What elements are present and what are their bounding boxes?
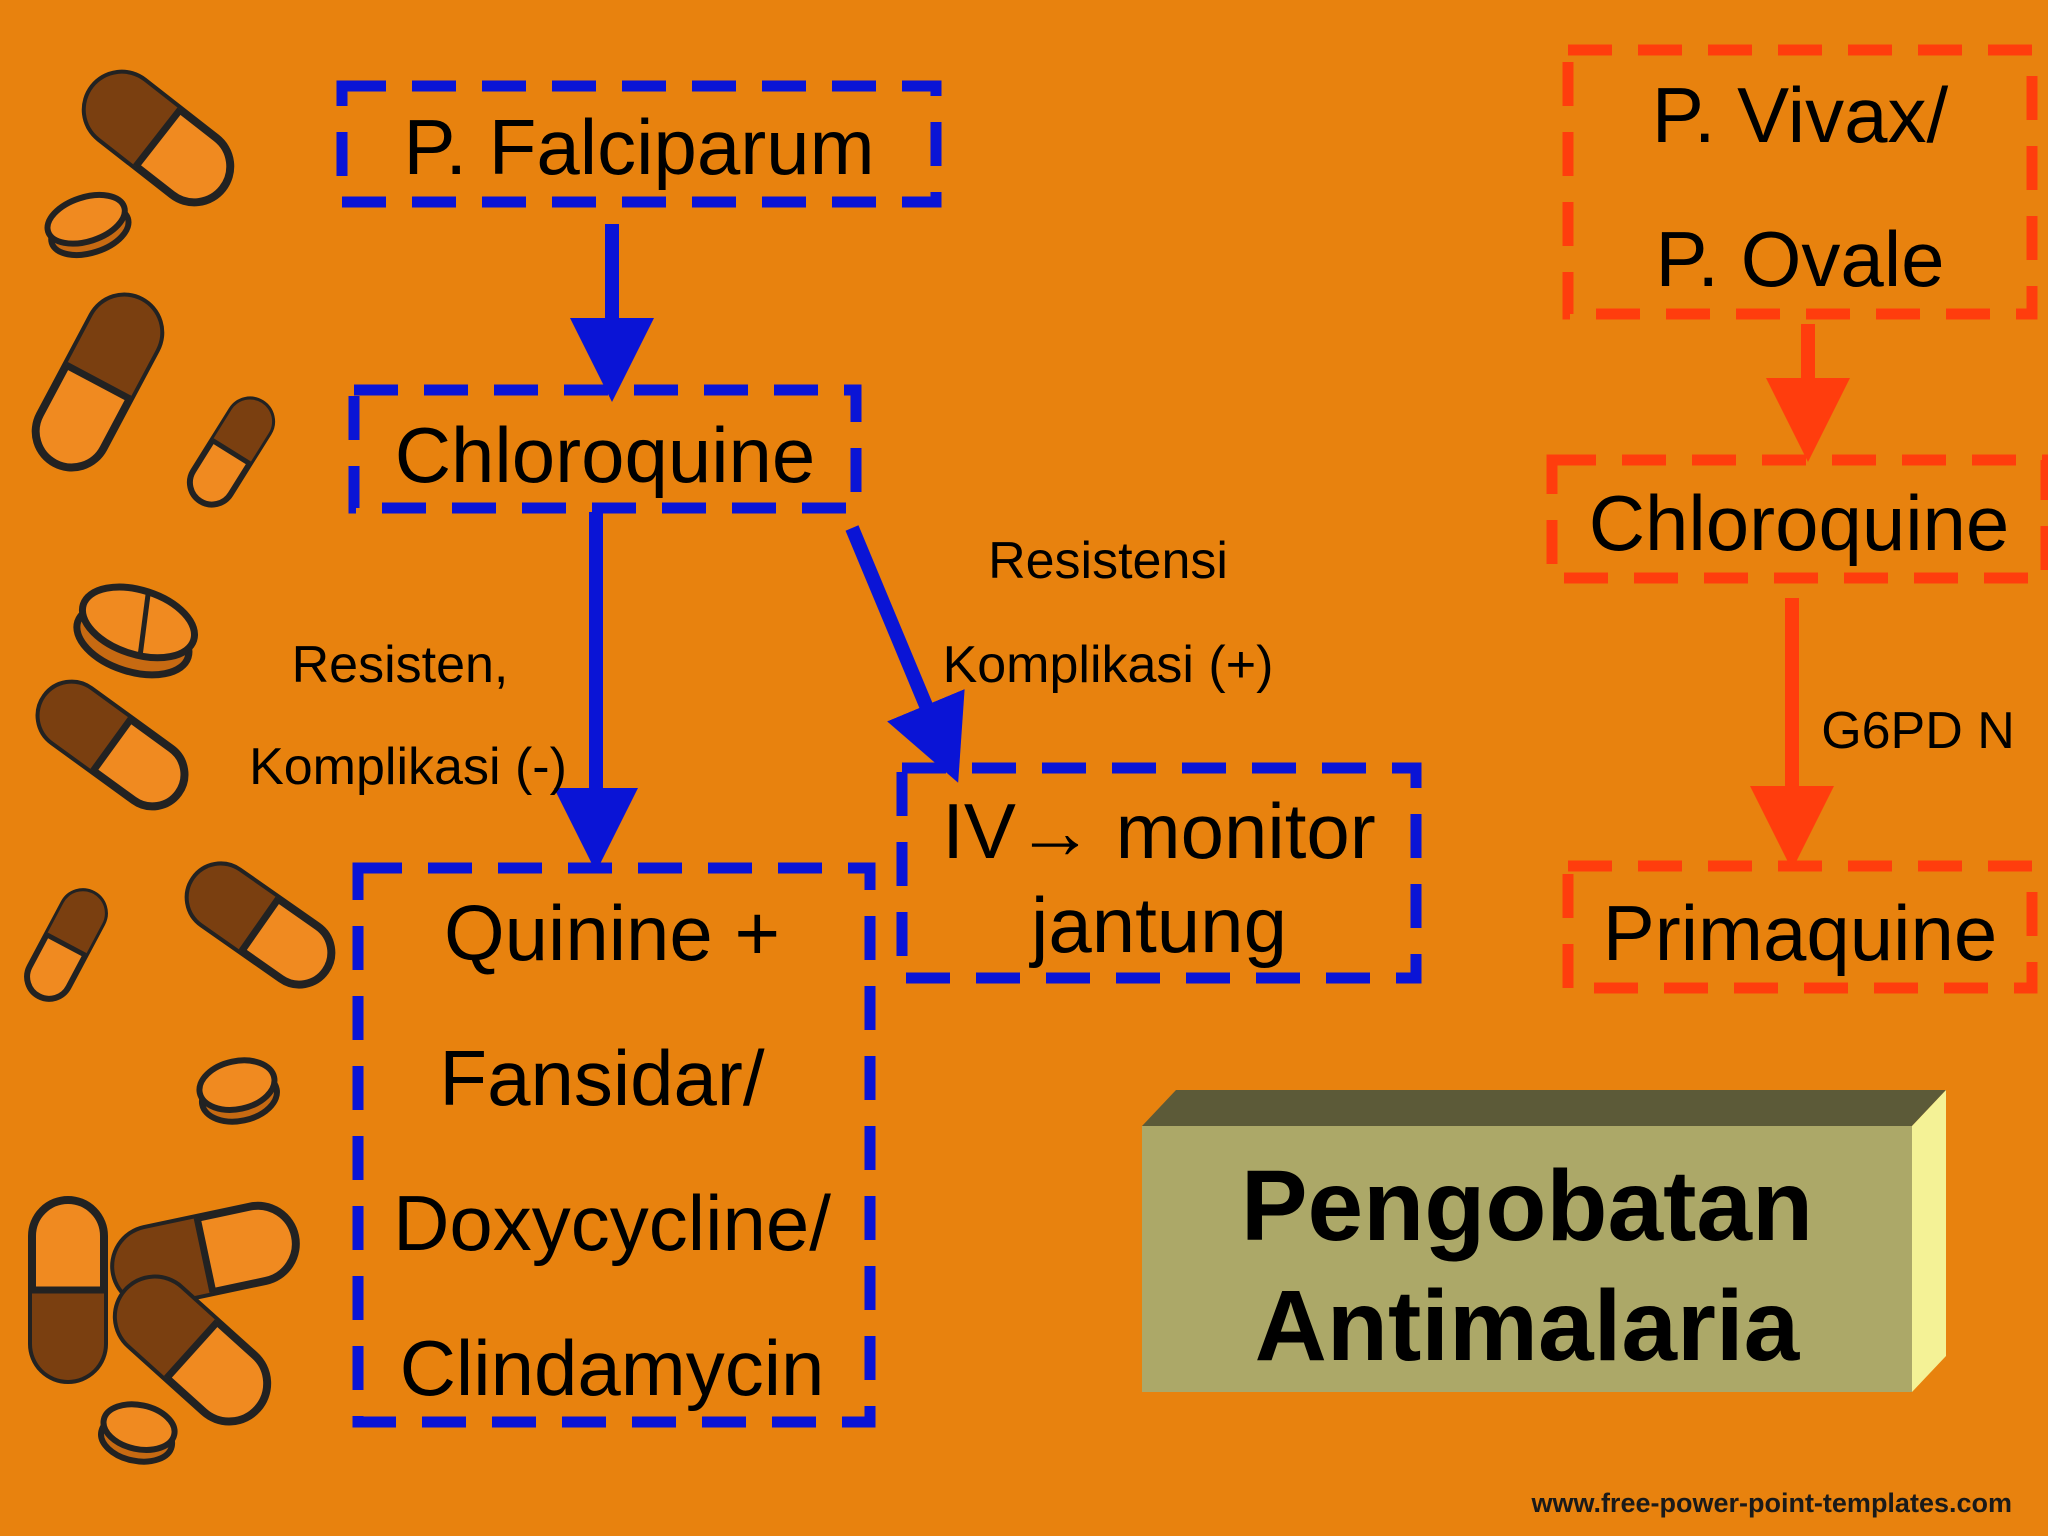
chloroquine-node-right bbox=[1546, 454, 2048, 584]
footer-url: www.free-power-point-templates.com bbox=[1530, 1488, 2012, 1518]
pill-capsule-icon bbox=[35, 679, 189, 811]
chloroquine-node-left bbox=[348, 384, 862, 514]
ovale-label: P. Ovale bbox=[1655, 215, 1944, 303]
oral-drug-label: Quinine + bbox=[444, 889, 780, 977]
pill-capsule-icon bbox=[24, 888, 108, 1002]
iv-condition-label: Komplikasi (+) bbox=[943, 636, 1274, 694]
title-box-side bbox=[1912, 1090, 1946, 1392]
title-box-top bbox=[1142, 1090, 1946, 1126]
pill-capsule-icon bbox=[28, 1196, 108, 1384]
oral-drug-label: Doxycycline/ bbox=[393, 1179, 831, 1267]
g6pd-condition-label: G6PD N bbox=[1821, 702, 2015, 760]
oral-condition-label: Resisten, bbox=[292, 636, 509, 694]
oral-drug-label: Clindamycin bbox=[400, 1324, 825, 1412]
oral-drug-label: Fansidar/ bbox=[439, 1034, 764, 1122]
iv-therapy-label: IV→ monitor bbox=[942, 787, 1375, 875]
primaquine-node bbox=[1562, 860, 2038, 994]
iv-condition-label: Resistensi bbox=[988, 532, 1228, 590]
tablet-icon bbox=[196, 1057, 280, 1125]
chloroquine-label-left: Chloroquine bbox=[395, 411, 816, 499]
pill-capsule-icon bbox=[31, 292, 165, 472]
oral-condition-label: Komplikasi (-) bbox=[249, 738, 567, 796]
tablet-icon bbox=[44, 191, 132, 259]
pill-capsule-icon bbox=[186, 396, 276, 508]
falciparum-label: P. Falciparum bbox=[403, 103, 874, 191]
pill-capsule-icon bbox=[184, 861, 336, 989]
iv-therapy-node bbox=[896, 762, 1422, 984]
vivax-ovale-flow: P. Vivax/ P. Ovale Chloroquine G6PD N Pr… bbox=[1546, 44, 2048, 994]
chloroquine-label-right: Chloroquine bbox=[1589, 479, 2010, 567]
pills-decoration bbox=[24, 69, 336, 1465]
iv-therapy-label: jantung bbox=[1029, 881, 1287, 969]
vivax-label: P. Vivax/ bbox=[1652, 71, 1949, 159]
chloroquine-to-iv-arrow bbox=[845, 525, 965, 783]
title-line: Antimalaria bbox=[1255, 1270, 1801, 1382]
title-box: Pengobatan Antimalaria bbox=[1142, 1090, 1946, 1392]
oral-therapy-node bbox=[352, 862, 876, 1428]
title-line: Pengobatan bbox=[1241, 1150, 1813, 1262]
falciparum-node bbox=[336, 80, 942, 208]
falciparum-flow: P. Falciparum Chloroquine Resisten, Komp… bbox=[249, 80, 1422, 1428]
primaquine-label: Primaquine bbox=[1603, 889, 1998, 977]
tablet-icon bbox=[73, 583, 199, 679]
title-box-face bbox=[1142, 1126, 1912, 1392]
tablet-icon bbox=[98, 1401, 178, 1465]
pill-capsule-icon bbox=[112, 1274, 272, 1426]
pill-capsule-icon bbox=[81, 69, 235, 207]
vivax-ovale-node bbox=[1562, 44, 2038, 320]
